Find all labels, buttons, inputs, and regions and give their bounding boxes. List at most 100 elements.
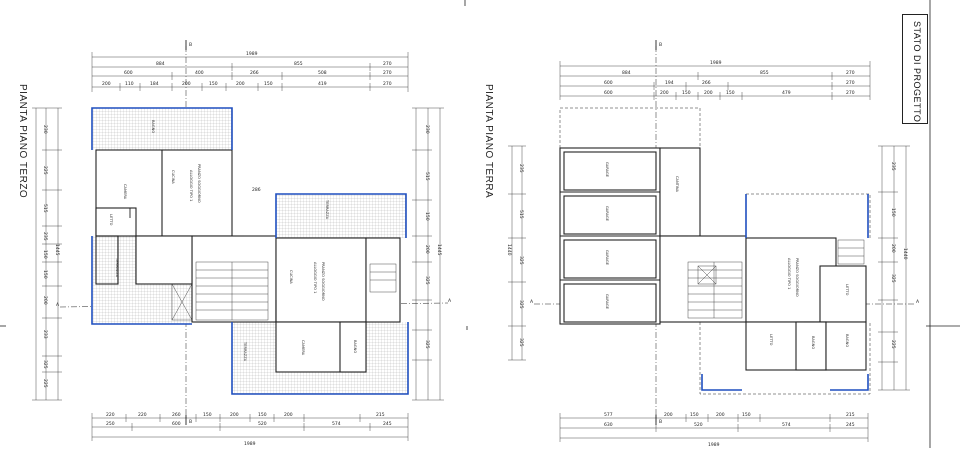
dim-bot-l-r2-5: 245 (383, 421, 392, 427)
section-marker-a-right: A (448, 298, 452, 304)
side-dim-l-7: 200 (42, 296, 48, 305)
dim-mid-left: 286 (252, 187, 261, 193)
dim-top-r-r1-1: 884 (622, 70, 631, 76)
bottom-dimension-lines-right (559, 413, 869, 442)
dim-bot-l-r2-4: 574 (332, 421, 341, 427)
dim-bot-l-r1-2: 220 (138, 412, 147, 418)
side-dim-l-5: 150 (42, 250, 48, 259)
room-left-alloggio: ALLOGGIO TIPO 1 (189, 170, 193, 201)
dim-top-r-r3-1: 600 (604, 90, 613, 96)
room-labels-right: GARAGE GARAGE GARAGE GARAGE CANTINA PRAN… (605, 162, 849, 349)
dim-bot-l-r1-1: 220 (106, 412, 115, 418)
side-dim-r-4: 200 (424, 245, 430, 254)
dim-total-top-left: 1989 (246, 51, 258, 57)
bottom-dimension-lines-left (91, 413, 409, 441)
dim-bot-l-r1-5: 200 (230, 412, 239, 418)
dim-bot-r-r2-4: 245 (846, 422, 855, 428)
room-right-cantina: CANTINA (675, 176, 679, 193)
room-left-cucina: CUCINA (171, 170, 175, 184)
side-dim-l-total: 1445 (54, 244, 60, 256)
side-dim-r-1: 230 (424, 125, 430, 134)
dim-bot-r-r1-2: 200 (664, 412, 673, 418)
side-dim-rl-5: 325 (518, 338, 524, 347)
dim-bot-l-r2-3: 520 (258, 421, 267, 427)
dim-top-l-r1-2: 855 (294, 61, 303, 67)
side-dim-l-6: 150 (42, 270, 48, 279)
dim-total-top-right: 1989 (710, 60, 722, 66)
room-left-camera: CAMERA (123, 184, 127, 200)
dim-top-r-r2-4: 270 (846, 80, 855, 86)
side-dim-rl-total: 1440 (506, 244, 512, 256)
room-right-garage-1: GARAGE (605, 162, 609, 178)
room-left-camera-2: CAMERA (301, 340, 305, 356)
dim-top-l-r2-4: 508 (318, 70, 327, 76)
room-right-bagno: BAGNO (811, 336, 815, 349)
left-plan-title: PIANTA PIANO TERZO (17, 84, 28, 199)
side-dim-rl-2: 515 (518, 210, 524, 219)
room-left-pranzo-2: PRANZO SOGGIORNO (321, 262, 325, 301)
dim-bot-r-r2-3: 574 (782, 422, 791, 428)
side-dim-r-2: 515 (424, 172, 430, 181)
dim-top-r-r2-1: 600 (604, 80, 613, 86)
dim-bot-r-r2-1: 630 (604, 422, 613, 428)
side-dim-l-10: 225 (42, 379, 48, 388)
dim-top-r-r3-6: 479 (782, 90, 791, 96)
section-marker-a-right-r: A (916, 299, 920, 305)
side-dim-l-1: 230 (42, 125, 48, 134)
dim-top-r-r1-3: 270 (846, 70, 855, 76)
side-dimension-lines-right-right (878, 145, 910, 391)
staircase-left (171, 261, 397, 321)
room-left-bagno-2: BAGNO (353, 340, 357, 353)
right-plan-title: PIANTA PIANO TERRA (483, 84, 494, 199)
dim-top-r-r2-2: 194 (665, 80, 674, 86)
dim-bot-r-r2-2: 520 (694, 422, 703, 428)
side-dim-l-8: 233 (42, 330, 48, 339)
dim-bot-l-r2-2: 600 (172, 421, 181, 427)
dim-top-l-r3-2: 110 (125, 81, 134, 87)
dim-bot-r-r1-6: 215 (846, 412, 855, 418)
side-dim-rr-3: 200 (890, 244, 896, 253)
dim-top-l-r3-3: 184 (150, 81, 159, 87)
dim-total-bottom-left: 1989 (244, 441, 256, 447)
left-plan: B B A A (32, 40, 452, 447)
room-left-cucina-2: CUCINA (289, 270, 293, 284)
room-right-alloggio: ALLOGGIO TIPO 1 (787, 258, 791, 289)
room-right-garage-4: GARAGE (605, 294, 609, 310)
dim-bot-l-r1-4: 150 (203, 412, 212, 418)
room-left-alloggio-2: ALLOGGIO TIPO 1 (313, 262, 317, 293)
side-dim-l-3: 515 (42, 204, 48, 213)
section-marker-b-bottom-r: B (659, 419, 662, 425)
side-dim-rr-1: 235 (890, 162, 896, 171)
side-dim-rr-4: 325 (890, 274, 896, 283)
doors-left (116, 149, 340, 323)
dim-top-r-r3-4: 200 (704, 90, 713, 96)
side-dim-rr-total: 1440 (902, 248, 908, 260)
dim-top-l-r1-1: 884 (156, 61, 165, 67)
side-dim-l-9: 325 (42, 360, 48, 369)
dim-bot-l-r1-6: 150 (258, 412, 267, 418)
side-dim-r-5: 325 (424, 276, 430, 285)
dim-top-r-r3-2: 200 (660, 90, 669, 96)
dim-top-l-r2-3: 266 (250, 70, 259, 76)
dim-top-r-r1-2: 855 (760, 70, 769, 76)
room-right-letto-2: LETTO (769, 334, 773, 346)
dim-top-l-r3-9: 270 (383, 81, 392, 87)
status-stamp-text: STATO DI PROGETTO (912, 21, 922, 123)
top-dimension-lines-left (91, 52, 409, 92)
room-left-terrazza-3: TERRAZZA (243, 341, 247, 362)
dim-bot-l-r2-1: 250 (106, 421, 115, 427)
section-marker-b-bottom: B (189, 419, 192, 425)
top-dimension-lines-right (559, 61, 871, 100)
side-dim-rl-4: 325 (518, 300, 524, 309)
right-plan: B B A A 1989 884 (506, 40, 920, 448)
staircase-right (687, 239, 865, 319)
walls-right (559, 147, 867, 371)
dim-top-l-r3-7: 150 (264, 81, 273, 87)
dim-top-r-r3-3: 150 (682, 90, 691, 96)
dim-top-l-r1-3: 270 (383, 61, 392, 67)
dim-top-l-r2-1: 600 (124, 70, 133, 76)
side-dim-labels-right: 235 515 325 325 325 1440 235 150 200 325… (506, 162, 908, 349)
side-dim-rl-1: 235 (518, 164, 524, 173)
